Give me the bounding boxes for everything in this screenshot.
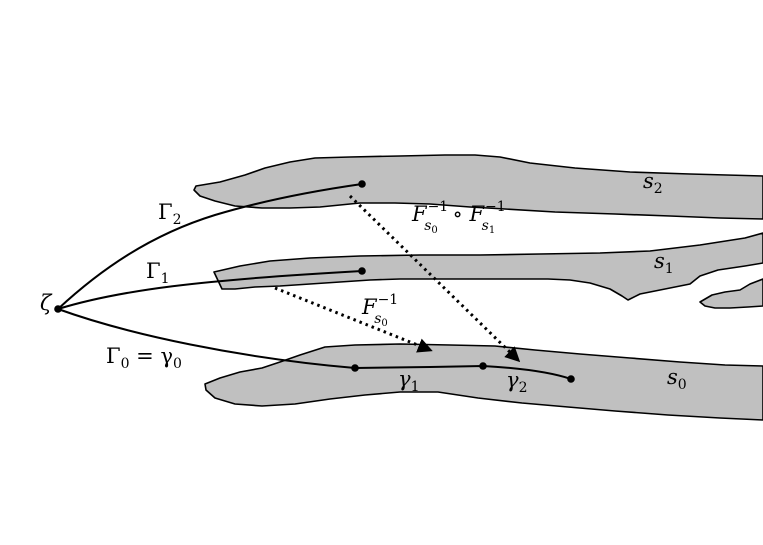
region-s1-island bbox=[699, 278, 763, 309]
curve-gamma0 bbox=[57, 308, 572, 380]
label-s1: s1 bbox=[654, 249, 674, 277]
arrow-map-single bbox=[274, 286, 433, 353]
point-gamma2-end bbox=[358, 180, 366, 188]
region-s1 bbox=[213, 232, 763, 301]
label-gamma0-curve: Γ0 = γ0 bbox=[106, 344, 182, 372]
point-gamma2-seg-end bbox=[567, 375, 575, 383]
point-gamma0-end bbox=[351, 364, 359, 372]
label-gamma1-seg: γ1 bbox=[398, 367, 419, 395]
point-gamma1-end bbox=[358, 267, 366, 275]
label-gamma1-curve: Γ1 bbox=[146, 259, 170, 287]
label-s2: s2 bbox=[643, 169, 663, 197]
label-gamma2-curve: Γ2 bbox=[158, 200, 182, 228]
point-gamma1-seg-end bbox=[479, 362, 487, 370]
label-zeta: ζ bbox=[40, 291, 53, 315]
region-s0 bbox=[204, 343, 763, 421]
curve-gamma1 bbox=[57, 270, 363, 310]
label-s0: s0 bbox=[667, 365, 687, 393]
point-zeta bbox=[54, 305, 62, 313]
curve-gamma2 bbox=[57, 183, 363, 310]
region-s2 bbox=[193, 154, 763, 220]
label-gamma2-seg: γ2 bbox=[506, 368, 527, 396]
arrow-map-composite bbox=[348, 194, 521, 363]
